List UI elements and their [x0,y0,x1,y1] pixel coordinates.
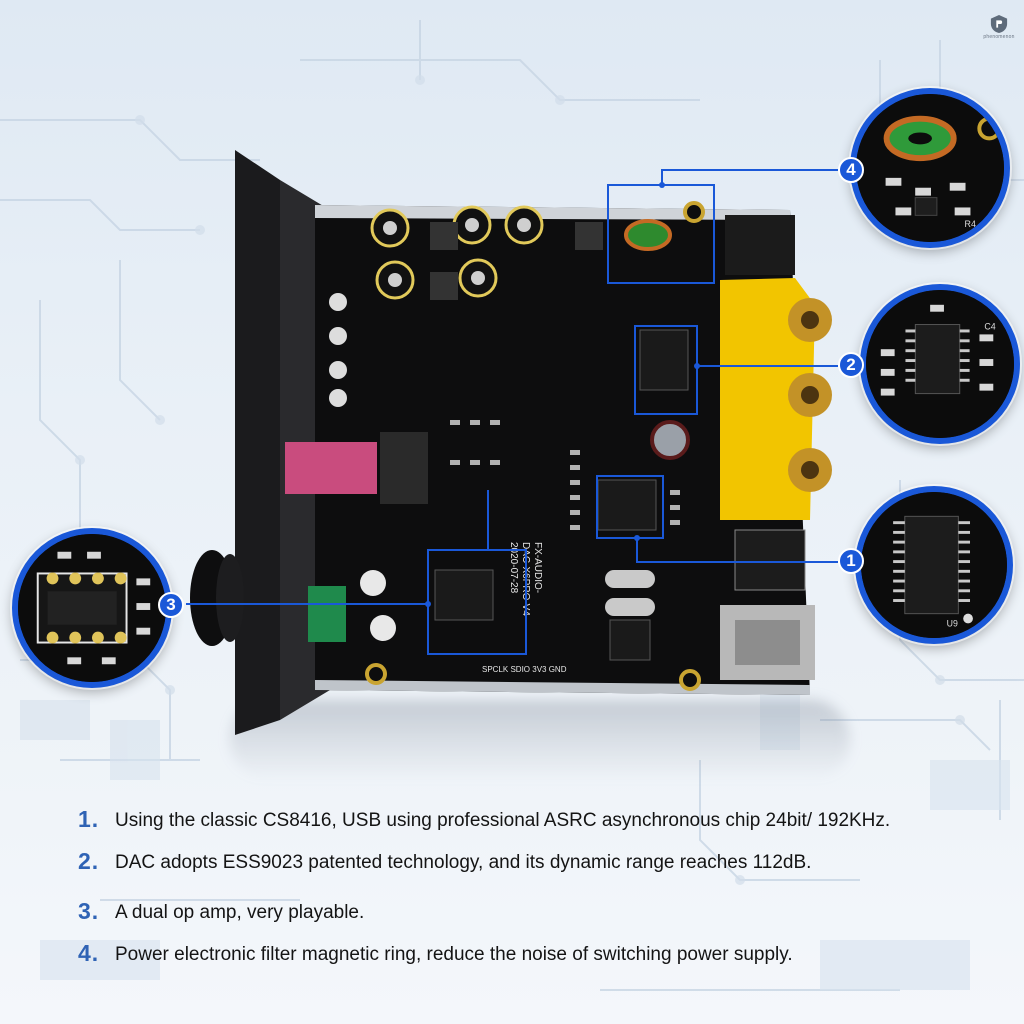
feature-number: 3. [78,898,100,924]
callout-2-badge: 2 [838,352,864,378]
callout-1-chip-label: U9 [947,618,958,628]
toroid-inductor-icon: R4 [856,94,1004,242]
feature-item: 4. Power electronic filter magnetic ring… [78,940,998,970]
dac-board-photo: FX-AUDIO- DAC-X6PRO-V4 2020-07-28 SPCLK … [190,150,832,735]
feature-item: 1. Using the classic CS8416, USB using p… [78,806,998,836]
feature-text: DAC adopts ESS9023 patented technology, … [115,852,812,873]
shield-icon [990,15,1008,33]
feature-item: 2. DAC adopts ESS9023 patented technolog… [78,848,998,878]
callout-receiver-chip-zoom: U9 [855,486,1013,644]
board-pin-labels: SPCLK SDIO 3V3 GND [482,665,567,674]
chip-with-caps-icon: C4 [866,290,1014,438]
feature-text: Power electronic filter magnetic ring, r… [115,944,793,965]
callout-2-chip-label: C4 [984,321,995,331]
feature-text: A dual op amp, very playable. [115,902,365,923]
brand-name: phenomenon [983,34,1015,40]
callout-toroid-zoom: R4 [850,88,1010,248]
feature-text: Using the classic CS8416, USB using prof… [115,810,891,831]
callout-3-badge: 3 [158,592,184,618]
board-silkscreen-date: 2020-07-28 [508,542,519,594]
product-reflection [230,700,850,780]
callout-4-badge: 4 [838,157,864,183]
feature-number: 4. [78,940,100,966]
callout-4-chip-label: R4 [965,219,976,229]
brand-logo: phenomenon [982,14,1016,46]
dip8-opamp-icon [18,534,166,682]
feature-number: 1. [78,806,100,832]
callout-1-badge: 1 [838,548,864,574]
board-silkscreen-model: FX-AUDIO- [532,542,543,593]
callout-dac-chip-zoom: C4 [860,284,1020,444]
soic-chip-icon: U9 [861,492,1007,638]
feature-number: 2. [78,848,100,874]
callout-opamp-zoom [12,528,172,688]
board-silkscreen-version: DAC-X6PRO-V4 [520,542,531,616]
feature-item: 3. A dual op amp, very playable. [78,898,998,928]
